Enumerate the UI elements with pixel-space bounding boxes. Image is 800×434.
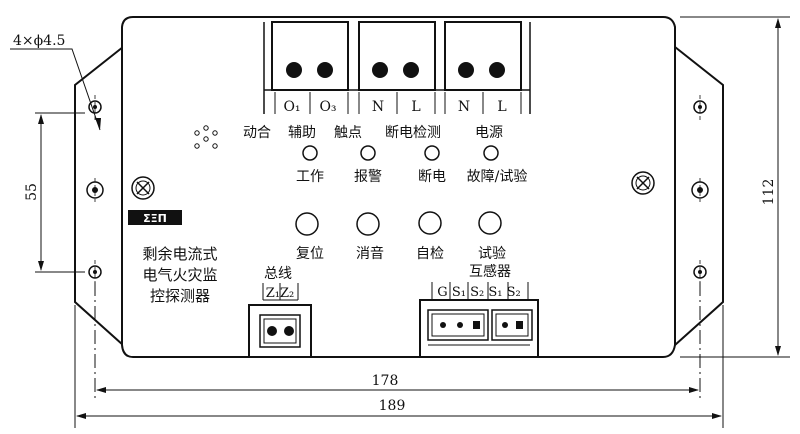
bus-terminal-block	[248, 304, 312, 358]
indicator-label: 断电	[418, 169, 446, 185]
bus-label-frame	[262, 283, 299, 301]
dimension-hole-spacing: 55	[24, 183, 40, 201]
dimension-arrow	[76, 413, 86, 419]
button-label: 消音	[356, 245, 384, 262]
label-aux-contacts: 辅助	[288, 125, 316, 141]
terminal-block-power-detect	[358, 21, 436, 91]
terminal-label: L	[497, 99, 506, 115]
dimension-arrow	[689, 387, 699, 393]
terminal-label: N	[372, 99, 384, 115]
label-action-contacts: 动合	[243, 125, 271, 141]
indicator-led	[424, 145, 440, 161]
indicator-led	[360, 145, 376, 161]
indicator-label: 工作	[296, 169, 324, 185]
indicator-led	[483, 145, 499, 161]
dimension-inner-width: 178	[372, 373, 399, 389]
ct-label-frame	[431, 282, 529, 300]
ct-terminal-block	[419, 299, 539, 358]
terminal-label: O₁	[283, 99, 300, 115]
label-contacts: 触点	[334, 125, 362, 141]
terminal-label: O₃	[319, 99, 336, 115]
button-label: 自检	[416, 246, 444, 262]
dimension-extension-lines	[74, 305, 724, 428]
hole-centerlines	[94, 95, 701, 282]
button-label: 试验	[478, 246, 506, 262]
indicator-label: 报警	[354, 169, 382, 185]
dimension-leader	[10, 48, 101, 131]
screw-icon	[631, 171, 655, 195]
terminal-base-outline	[263, 22, 531, 114]
terminal-label: L	[411, 99, 420, 115]
terminal-block-output	[271, 21, 349, 91]
mounting-flange-outline	[74, 46, 724, 346]
dimension-arrow	[712, 413, 722, 419]
buzzer-vent-icon	[194, 125, 218, 149]
device-name-line: 控探测器	[150, 287, 210, 305]
test-button[interactable]	[478, 211, 502, 235]
indicator-label: 故障/试验	[467, 169, 528, 185]
screw-icon	[131, 176, 155, 200]
label-power-source: 电源	[475, 125, 503, 141]
dimension-hole-spec: 4×ϕ4.5	[13, 33, 65, 49]
dimension-extension-lines	[94, 282, 701, 400]
dimension-extension-lines	[35, 112, 85, 273]
dimension-arrow	[95, 118, 101, 130]
ct-title: 互感器	[469, 263, 511, 280]
reset-button[interactable]	[295, 212, 319, 236]
dimension-outer-width: 189	[379, 398, 406, 414]
dimension-arrow	[775, 346, 781, 356]
terminal-block-power	[444, 21, 522, 91]
device-name-line: 剩余电流式	[142, 245, 217, 263]
device-body	[121, 16, 676, 358]
ct-terminal-labels: G S₁ S₂ S₁ S₂	[437, 285, 520, 300]
dimension-arrow	[38, 261, 44, 271]
button-label: 复位	[296, 245, 324, 262]
dimension-height: 112	[761, 179, 777, 206]
dimension-arrow	[38, 114, 44, 124]
terminal-dividers	[274, 92, 522, 114]
dimension-arrow	[96, 387, 106, 393]
silence-button[interactable]	[356, 212, 380, 236]
bus-title: 总线	[264, 266, 292, 282]
brand-logo: ΣΞΠ	[128, 210, 182, 225]
terminal-label: N	[458, 99, 470, 115]
indicator-led	[302, 145, 318, 161]
svg-text:ΣΞΠ: ΣΞΠ	[143, 212, 167, 225]
device-name-line: 电气火灾监	[142, 266, 217, 284]
dimension-arrow	[775, 18, 781, 28]
self-check-button[interactable]	[418, 211, 442, 235]
dimension-extension-lines	[680, 16, 790, 358]
label-power-off-detect: 断电检测	[385, 125, 441, 141]
